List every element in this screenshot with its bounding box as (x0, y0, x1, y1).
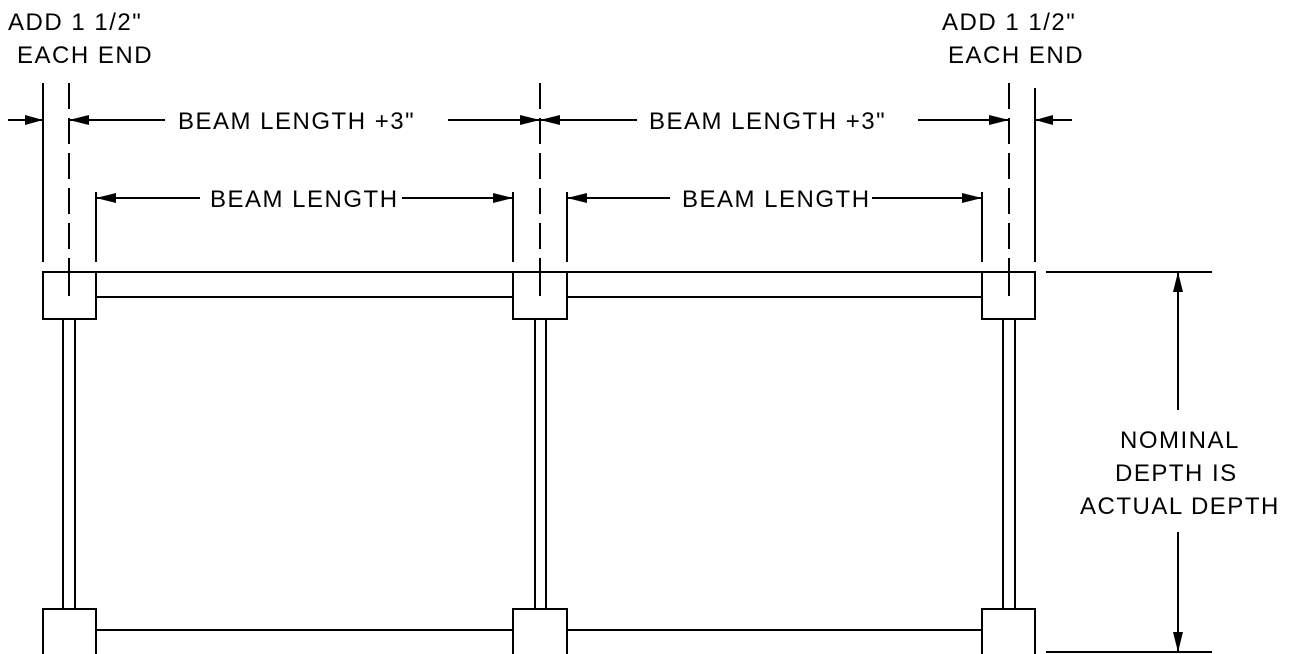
arrowhead (493, 193, 513, 203)
right-end-note: ADD 1 1/2" EACH END (942, 9, 1084, 69)
post-bottom-left (42, 608, 97, 654)
bottom-beam-left (95, 629, 514, 654)
arrowhead (25, 115, 43, 125)
vertical-member-right (1002, 318, 1016, 610)
post-bottom-middle (512, 608, 568, 654)
left-note-line2: EACH END (17, 42, 153, 69)
arrowhead (989, 115, 1009, 125)
arrowhead (540, 115, 560, 125)
right-note-line2: EACH END (948, 42, 1084, 69)
vertical-member-middle (534, 318, 547, 610)
left-end-note: ADD 1 1/2" EACH END (8, 9, 153, 69)
arrowhead (1173, 272, 1183, 292)
arrowhead (96, 193, 116, 203)
depth-note-line2: DEPTH IS (1115, 460, 1238, 487)
post-bottom-right (981, 608, 1036, 654)
dim-left-beam-plus-label: BEAM LENGTH +3" (178, 108, 415, 135)
bottom-beam-right (566, 629, 983, 654)
arrowhead (567, 193, 587, 203)
right-note-line1: ADD 1 1/2" (942, 9, 1076, 36)
left-note-line1: ADD 1 1/2" (8, 9, 142, 36)
dim-left-beam-label: BEAM LENGTH (210, 186, 399, 213)
top-beam-left (95, 271, 514, 298)
arrowhead (69, 115, 89, 125)
extension-lines (42, 83, 1036, 262)
vertical-member-left (62, 318, 76, 610)
arrowhead (520, 115, 540, 125)
depth-note-line3: ACTUAL DEPTH (1080, 493, 1280, 520)
dim-beam-row: BEAM LENGTH BEAM LENGTH (96, 186, 982, 213)
arrowhead (962, 193, 982, 203)
dim-right-beam-label: BEAM LENGTH (682, 186, 871, 213)
centerlines (68, 83, 1010, 296)
depth-note-line1: NOMINAL (1120, 427, 1240, 454)
vertical-members (62, 318, 1016, 610)
arrowhead (1035, 115, 1053, 125)
depth-dimension: NOMINAL DEPTH IS ACTUAL DEPTH (1046, 271, 1280, 653)
dim-right-beam-plus-label: BEAM LENGTH +3" (649, 108, 886, 135)
top-beam-right (566, 271, 983, 298)
posts (42, 271, 1036, 654)
dim-beam-plus-row: BEAM LENGTH +3" BEAM LENGTH +3" (8, 108, 1072, 135)
arrowhead (1173, 632, 1183, 652)
